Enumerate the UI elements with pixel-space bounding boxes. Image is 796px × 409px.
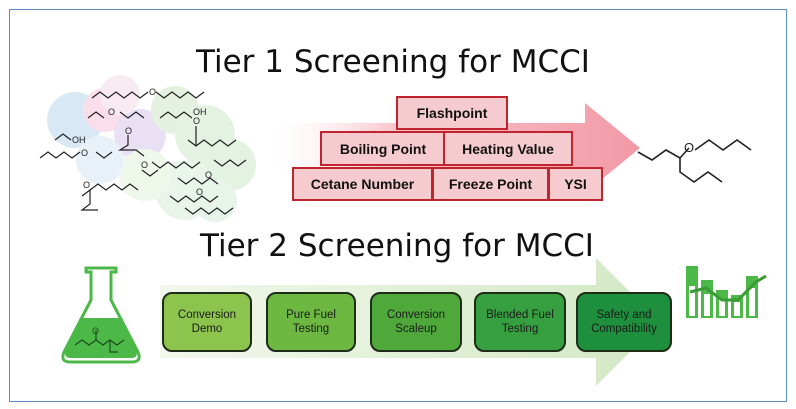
tier2-title: Tier 2 Screening for MCCI (200, 228, 594, 264)
svg-text:OH: OH (193, 107, 207, 117)
svg-text:O: O (92, 326, 99, 336)
svg-text:O: O (684, 140, 694, 155)
property-flashpoint: Flashpoint (396, 96, 508, 130)
svg-text:O: O (141, 160, 148, 170)
property-ysi: YSI (548, 167, 603, 201)
svg-text:O: O (193, 116, 200, 126)
svg-text:O: O (83, 180, 90, 190)
svg-text:O: O (108, 107, 115, 117)
svg-text:OH: OH (72, 135, 86, 145)
property-freeze-point: Freeze Point (432, 167, 549, 201)
tier1-title: Tier 1 Screening for MCCI (196, 44, 590, 80)
oxygen-label: O (149, 87, 156, 97)
property-heating-value: Heating Value (443, 131, 573, 166)
svg-text:O: O (205, 170, 212, 180)
svg-text:O: O (125, 126, 132, 136)
svg-text:O: O (196, 187, 203, 197)
svg-text:O: O (81, 148, 88, 158)
property-boiling-point: Boiling Point (320, 131, 446, 166)
